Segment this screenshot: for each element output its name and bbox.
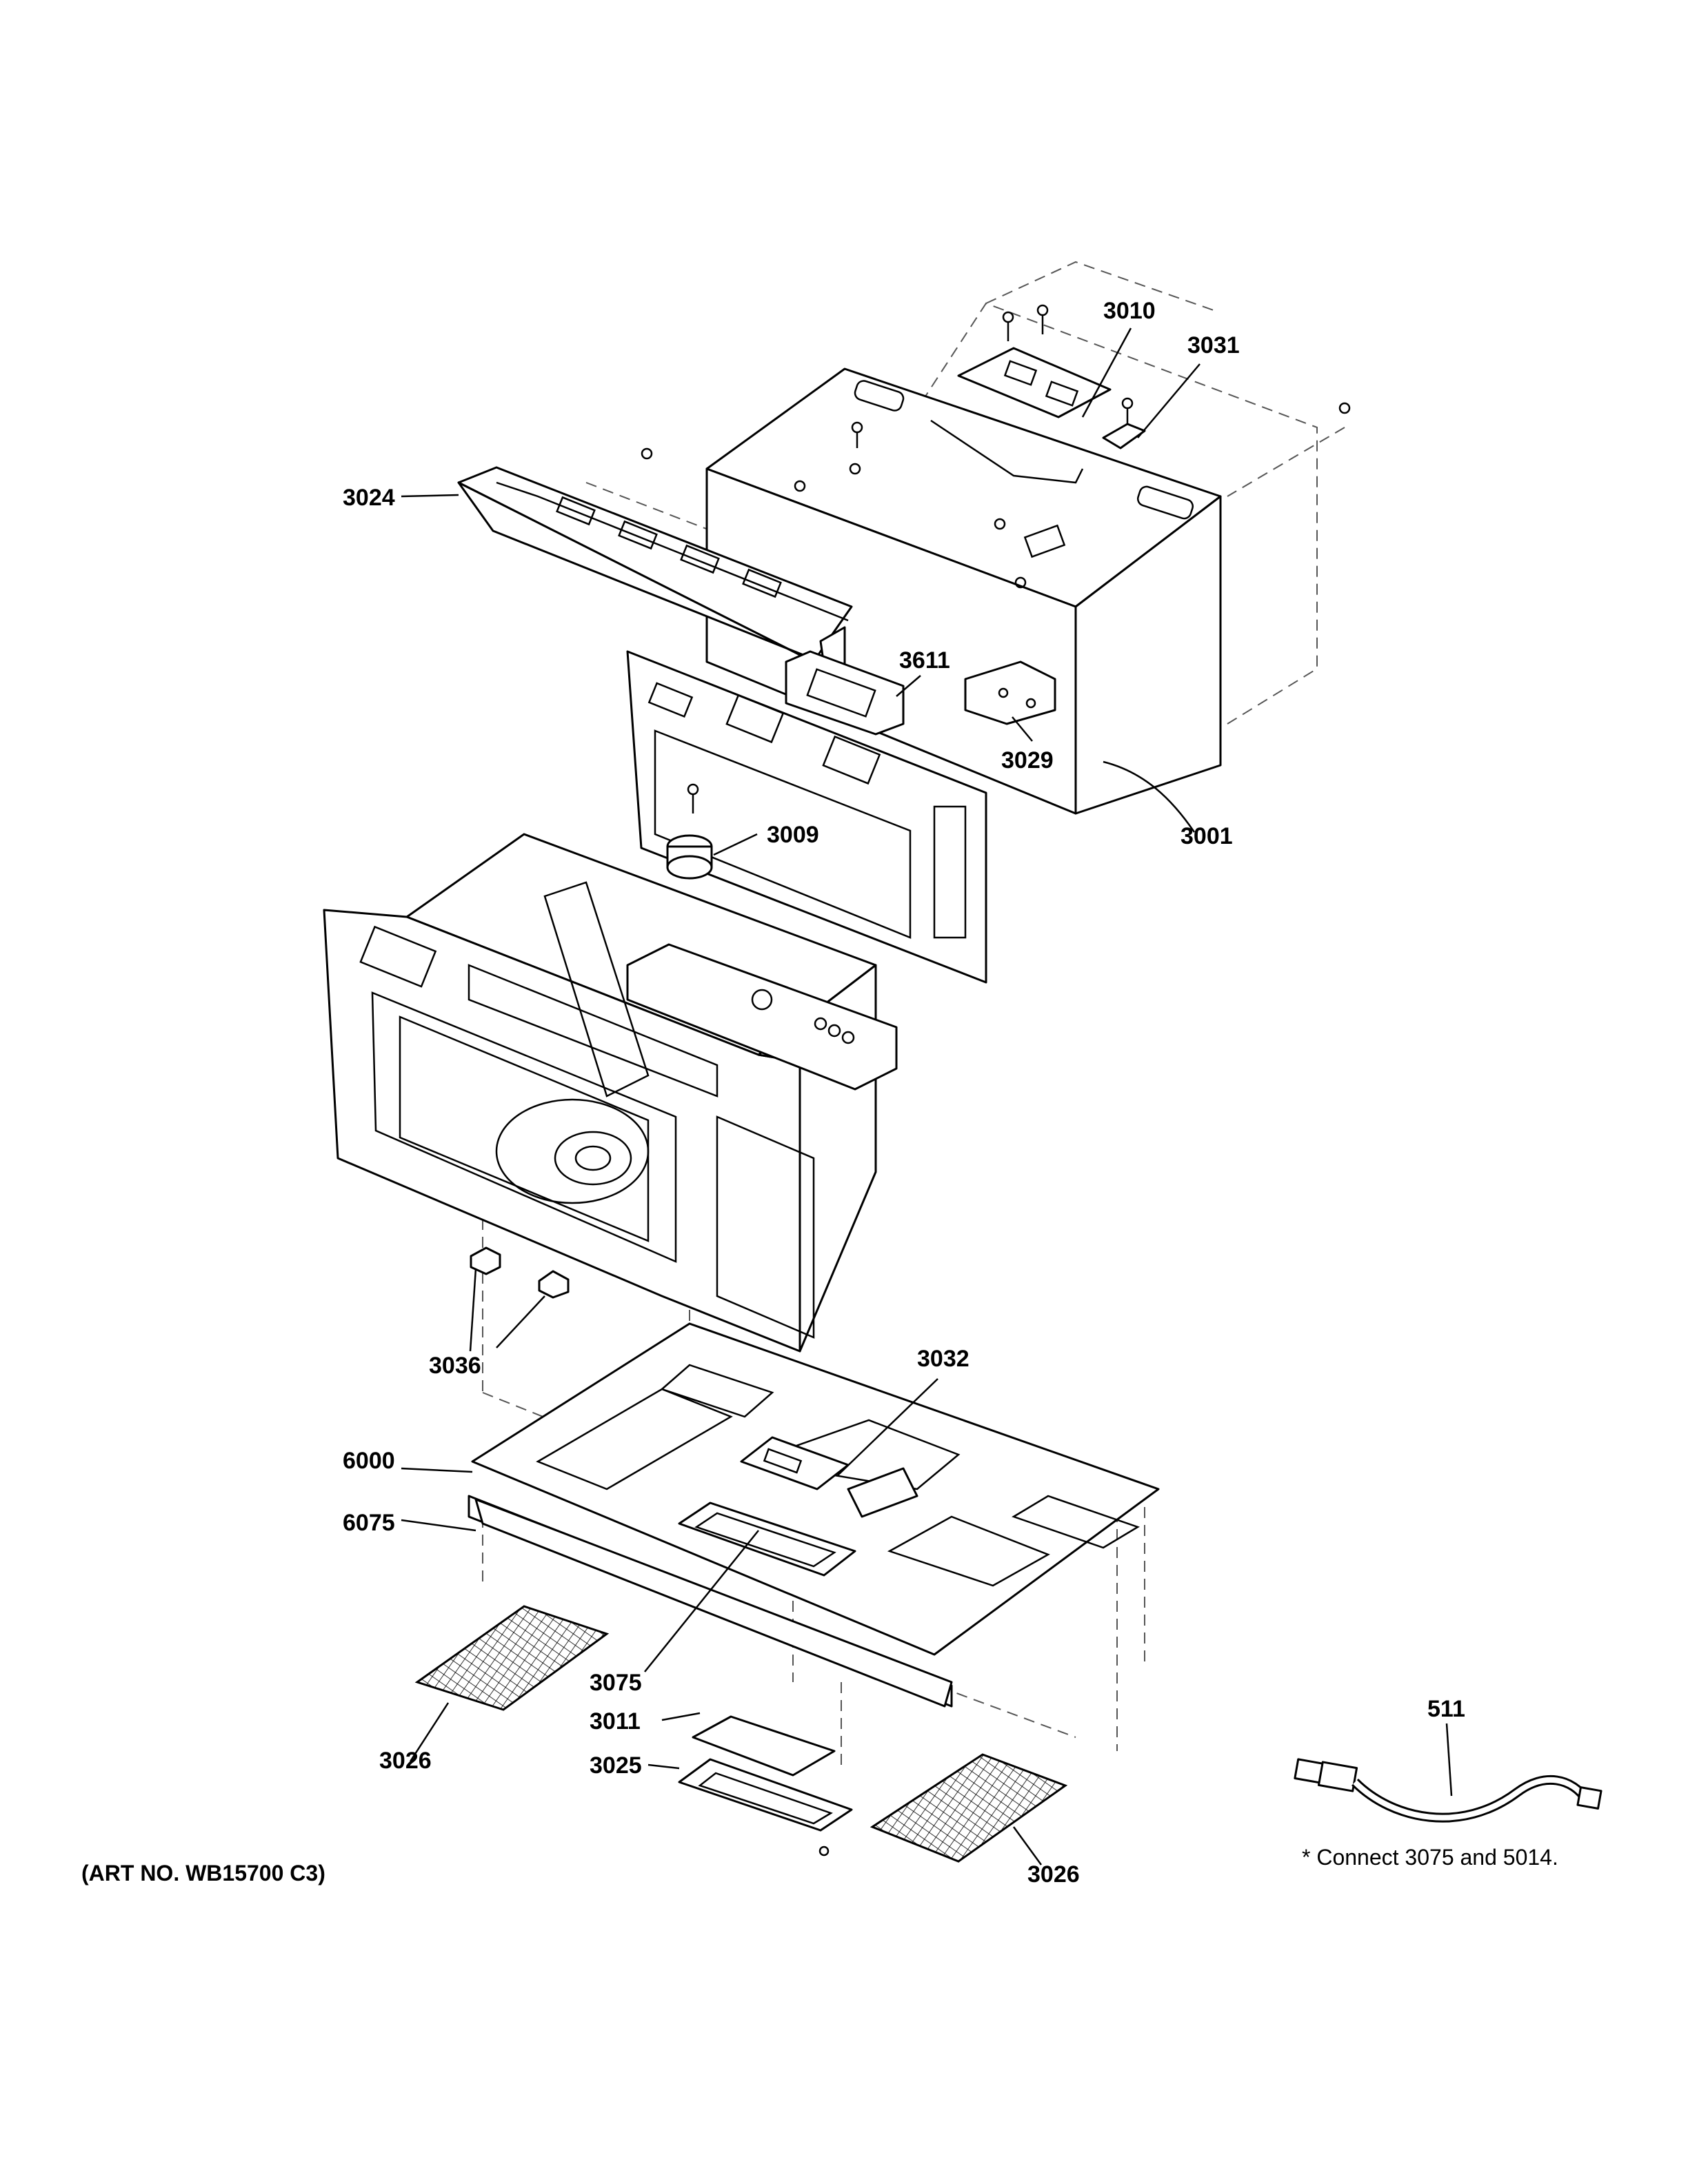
control-bracket xyxy=(626,943,898,1091)
cover-3011 xyxy=(692,1715,836,1777)
label-6075: 6075 xyxy=(343,1510,395,1536)
back-panel-3611 xyxy=(626,650,987,984)
art-number: (ART NO. WB15700 C3) xyxy=(81,1861,325,1885)
label-3001: 3001 xyxy=(1180,823,1233,849)
clips-3036 xyxy=(470,1246,570,1299)
screws-top xyxy=(641,304,1351,460)
label-3029: 3029 xyxy=(1001,747,1054,774)
label-3009: 3009 xyxy=(767,822,819,848)
top-bracket-3010 xyxy=(930,347,1112,484)
label-3025: 3025 xyxy=(590,1752,642,1779)
connection-note: * Connect 3075 and 5014. xyxy=(1302,1845,1558,1870)
filter-3026-left xyxy=(414,1605,610,1711)
wire-harness-511 xyxy=(1294,1758,1602,1823)
label-3032: 3032 xyxy=(917,1346,969,1372)
hinge-bracket xyxy=(847,1467,918,1518)
part-labels: 3010 3031 3024 3611 3029 3009 3001 3036 … xyxy=(343,298,1465,1888)
motor-3009 xyxy=(666,783,713,880)
label-3075: 3075 xyxy=(590,1670,642,1696)
bottom-frame-6075 xyxy=(468,1495,953,1708)
label-3611: 3611 xyxy=(899,647,950,674)
leader-lines xyxy=(401,327,1453,1866)
cavity-assembly xyxy=(323,833,877,1353)
board-3075 xyxy=(678,1502,856,1577)
lamp-frame-3025 xyxy=(678,1758,853,1857)
label-3026-left: 3026 xyxy=(379,1748,432,1774)
label-3036: 3036 xyxy=(429,1353,481,1379)
label-6000: 6000 xyxy=(343,1448,395,1474)
bracket-3029 xyxy=(964,660,1056,725)
label-3031: 3031 xyxy=(1187,332,1240,358)
bracket-3611 xyxy=(785,650,905,736)
label-3011: 3011 xyxy=(590,1708,641,1735)
label-511: 511 xyxy=(1427,1696,1465,1722)
label-3024: 3024 xyxy=(343,485,395,511)
label-3010: 3010 xyxy=(1103,298,1156,324)
filter-3026-right xyxy=(870,1753,1068,1863)
label-3026-right: 3026 xyxy=(1027,1861,1080,1888)
outer-case-3001 xyxy=(705,367,1222,815)
